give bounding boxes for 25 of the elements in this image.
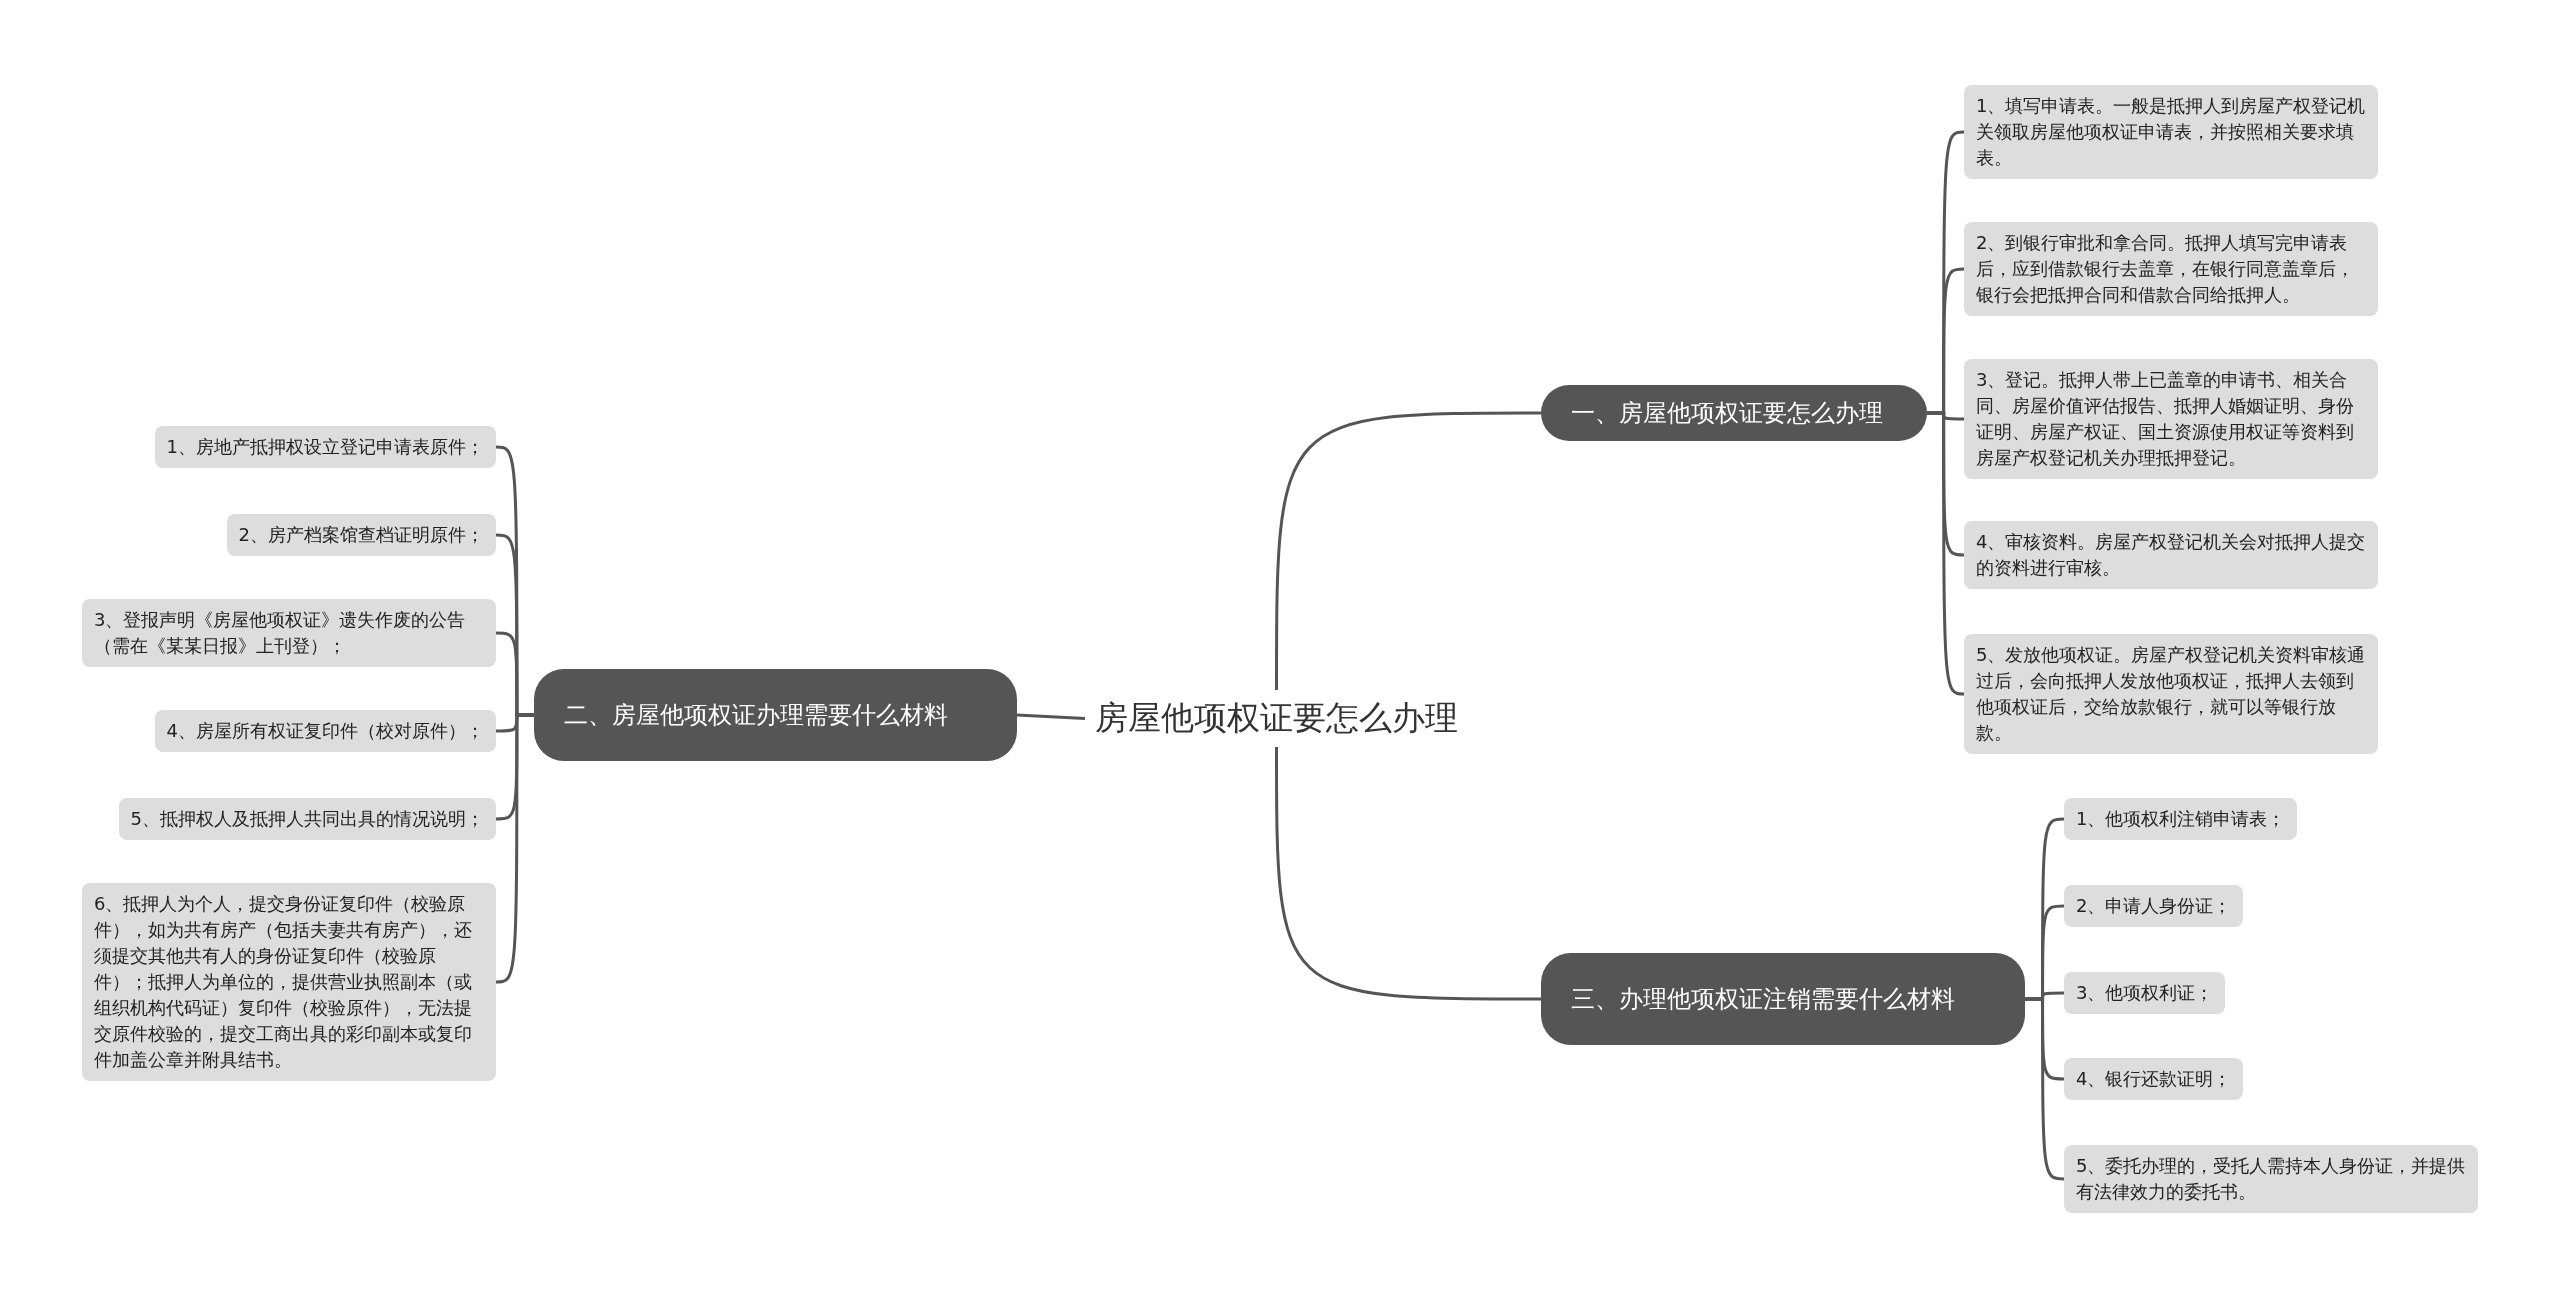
detail-box: 1、他项权利注销申请表； xyxy=(2064,798,2298,840)
detail-box: 2、到银行审批和拿合同。抵押人填写完申请表后，应到借款银行去盖章，在银行同意盖章后，银行会把抵押合同和借款合同给抵押人。 xyxy=(1964,222,2378,316)
detail-box: 4、银行还款证明； xyxy=(2064,1058,2244,1100)
detail-box: 3、登记。抵押人带上已盖章的申请书、相关合同、房屋价值评估报告、抵押人婚姻证明、身份证明、房屋产权证、国土资源使用权证等资料到房屋产权登记机关办理抵押登记。 xyxy=(1964,359,2378,479)
detail-box: 3、登报声明《房屋他项权证》遗失作废的公告（需在《某某日报》上刊登）； xyxy=(82,599,496,667)
detail-box: 4、房屋所有权证复印件（校对原件）； xyxy=(154,710,496,752)
connector-line xyxy=(495,713,534,984)
detail-box: 6、抵押人为个人，提交身份证复印件（校验原件），如为共有房产（包括夫妻共有房产），还须提交其他共有人的身份证复印件（校验原件）；抵押人为单位的，提供营业执照副本（或组织机构代码证）复印件（校验原件），无法提交原件校验的，提交工商出具的彩印副本或复印件加盖公章并附具结书。 xyxy=(82,883,496,1081)
detail-box: 2、房产档案馆查档证明原件； xyxy=(226,514,496,556)
branch-topic: 二、房屋他项权证办理需要什么材料 xyxy=(534,669,1017,761)
connector-line xyxy=(1016,713,1086,720)
central-topic: 房屋他项权证要怎么办理 xyxy=(1085,690,1468,747)
detail-box: 1、房地产抵押权设立登记申请表原件； xyxy=(154,426,496,468)
detail-box: 2、申请人身份证； xyxy=(2064,885,2244,927)
detail-box: 1、填写申请表。一般是抵押人到房屋产权登记机关领取房屋他项权证申请表，并按照相关要求填表。 xyxy=(1964,85,2378,179)
branch-topic: 三、办理他项权证注销需要什么材料 xyxy=(1541,953,2025,1045)
detail-box: 3、他项权利证； xyxy=(2064,972,2226,1014)
detail-box: 5、抵押权人及抵押人共同出具的情况说明； xyxy=(118,798,496,840)
connector-line xyxy=(1275,411,1541,690)
connector-line xyxy=(1275,747,1541,1001)
connector-line xyxy=(1927,411,1965,696)
branch-topic: 一、房屋他项权证要怎么办理 xyxy=(1541,385,1927,441)
detail-box: 5、发放他项权证。房屋产权登记机关资料审核通过后，会向抵押人发放他项权证，抵押人去领到他项权证后，交给放款银行，就可以等银行放款。 xyxy=(1964,634,2378,754)
detail-box: 5、委托办理的，受托人需持本人身份证，并提供有法律效力的委托书。 xyxy=(2064,1145,2478,1213)
detail-box: 4、审核资料。房屋产权登记机关会对抵押人提交的资料进行审核。 xyxy=(1964,521,2378,589)
